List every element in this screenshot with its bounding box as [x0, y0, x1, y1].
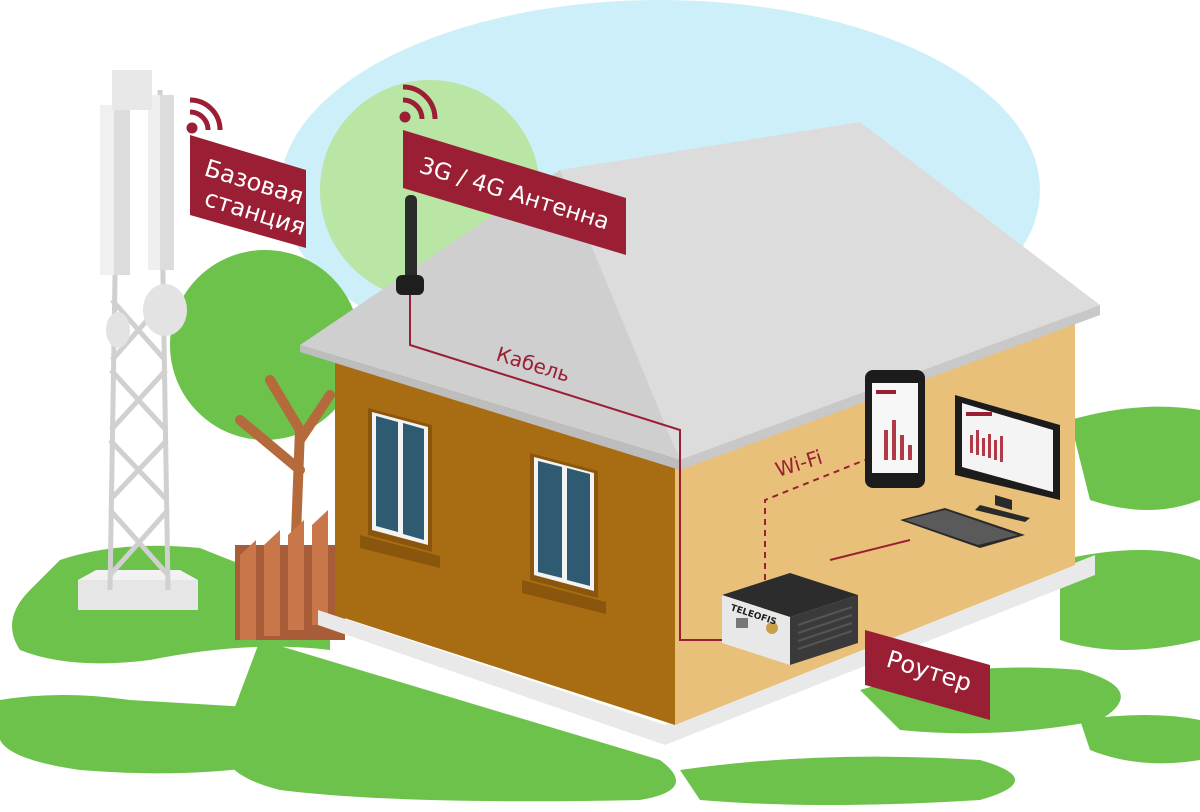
- cable-line: [409, 295, 730, 641]
- cell-tower: [78, 70, 198, 610]
- tablet-device: [865, 370, 925, 488]
- keyboard-link-line: [829, 539, 911, 561]
- monitor-device: [955, 395, 1060, 522]
- window-right: [522, 453, 606, 614]
- signal-icon: [399, 84, 438, 123]
- window-left: [360, 408, 440, 568]
- signal-icon: [186, 97, 223, 134]
- antenna-device: [396, 195, 424, 295]
- keyboard-device: [900, 508, 1025, 548]
- wifi-link-line: [764, 459, 866, 580]
- tree-front: [170, 250, 360, 565]
- router-device: TELEOFIS: [722, 573, 858, 665]
